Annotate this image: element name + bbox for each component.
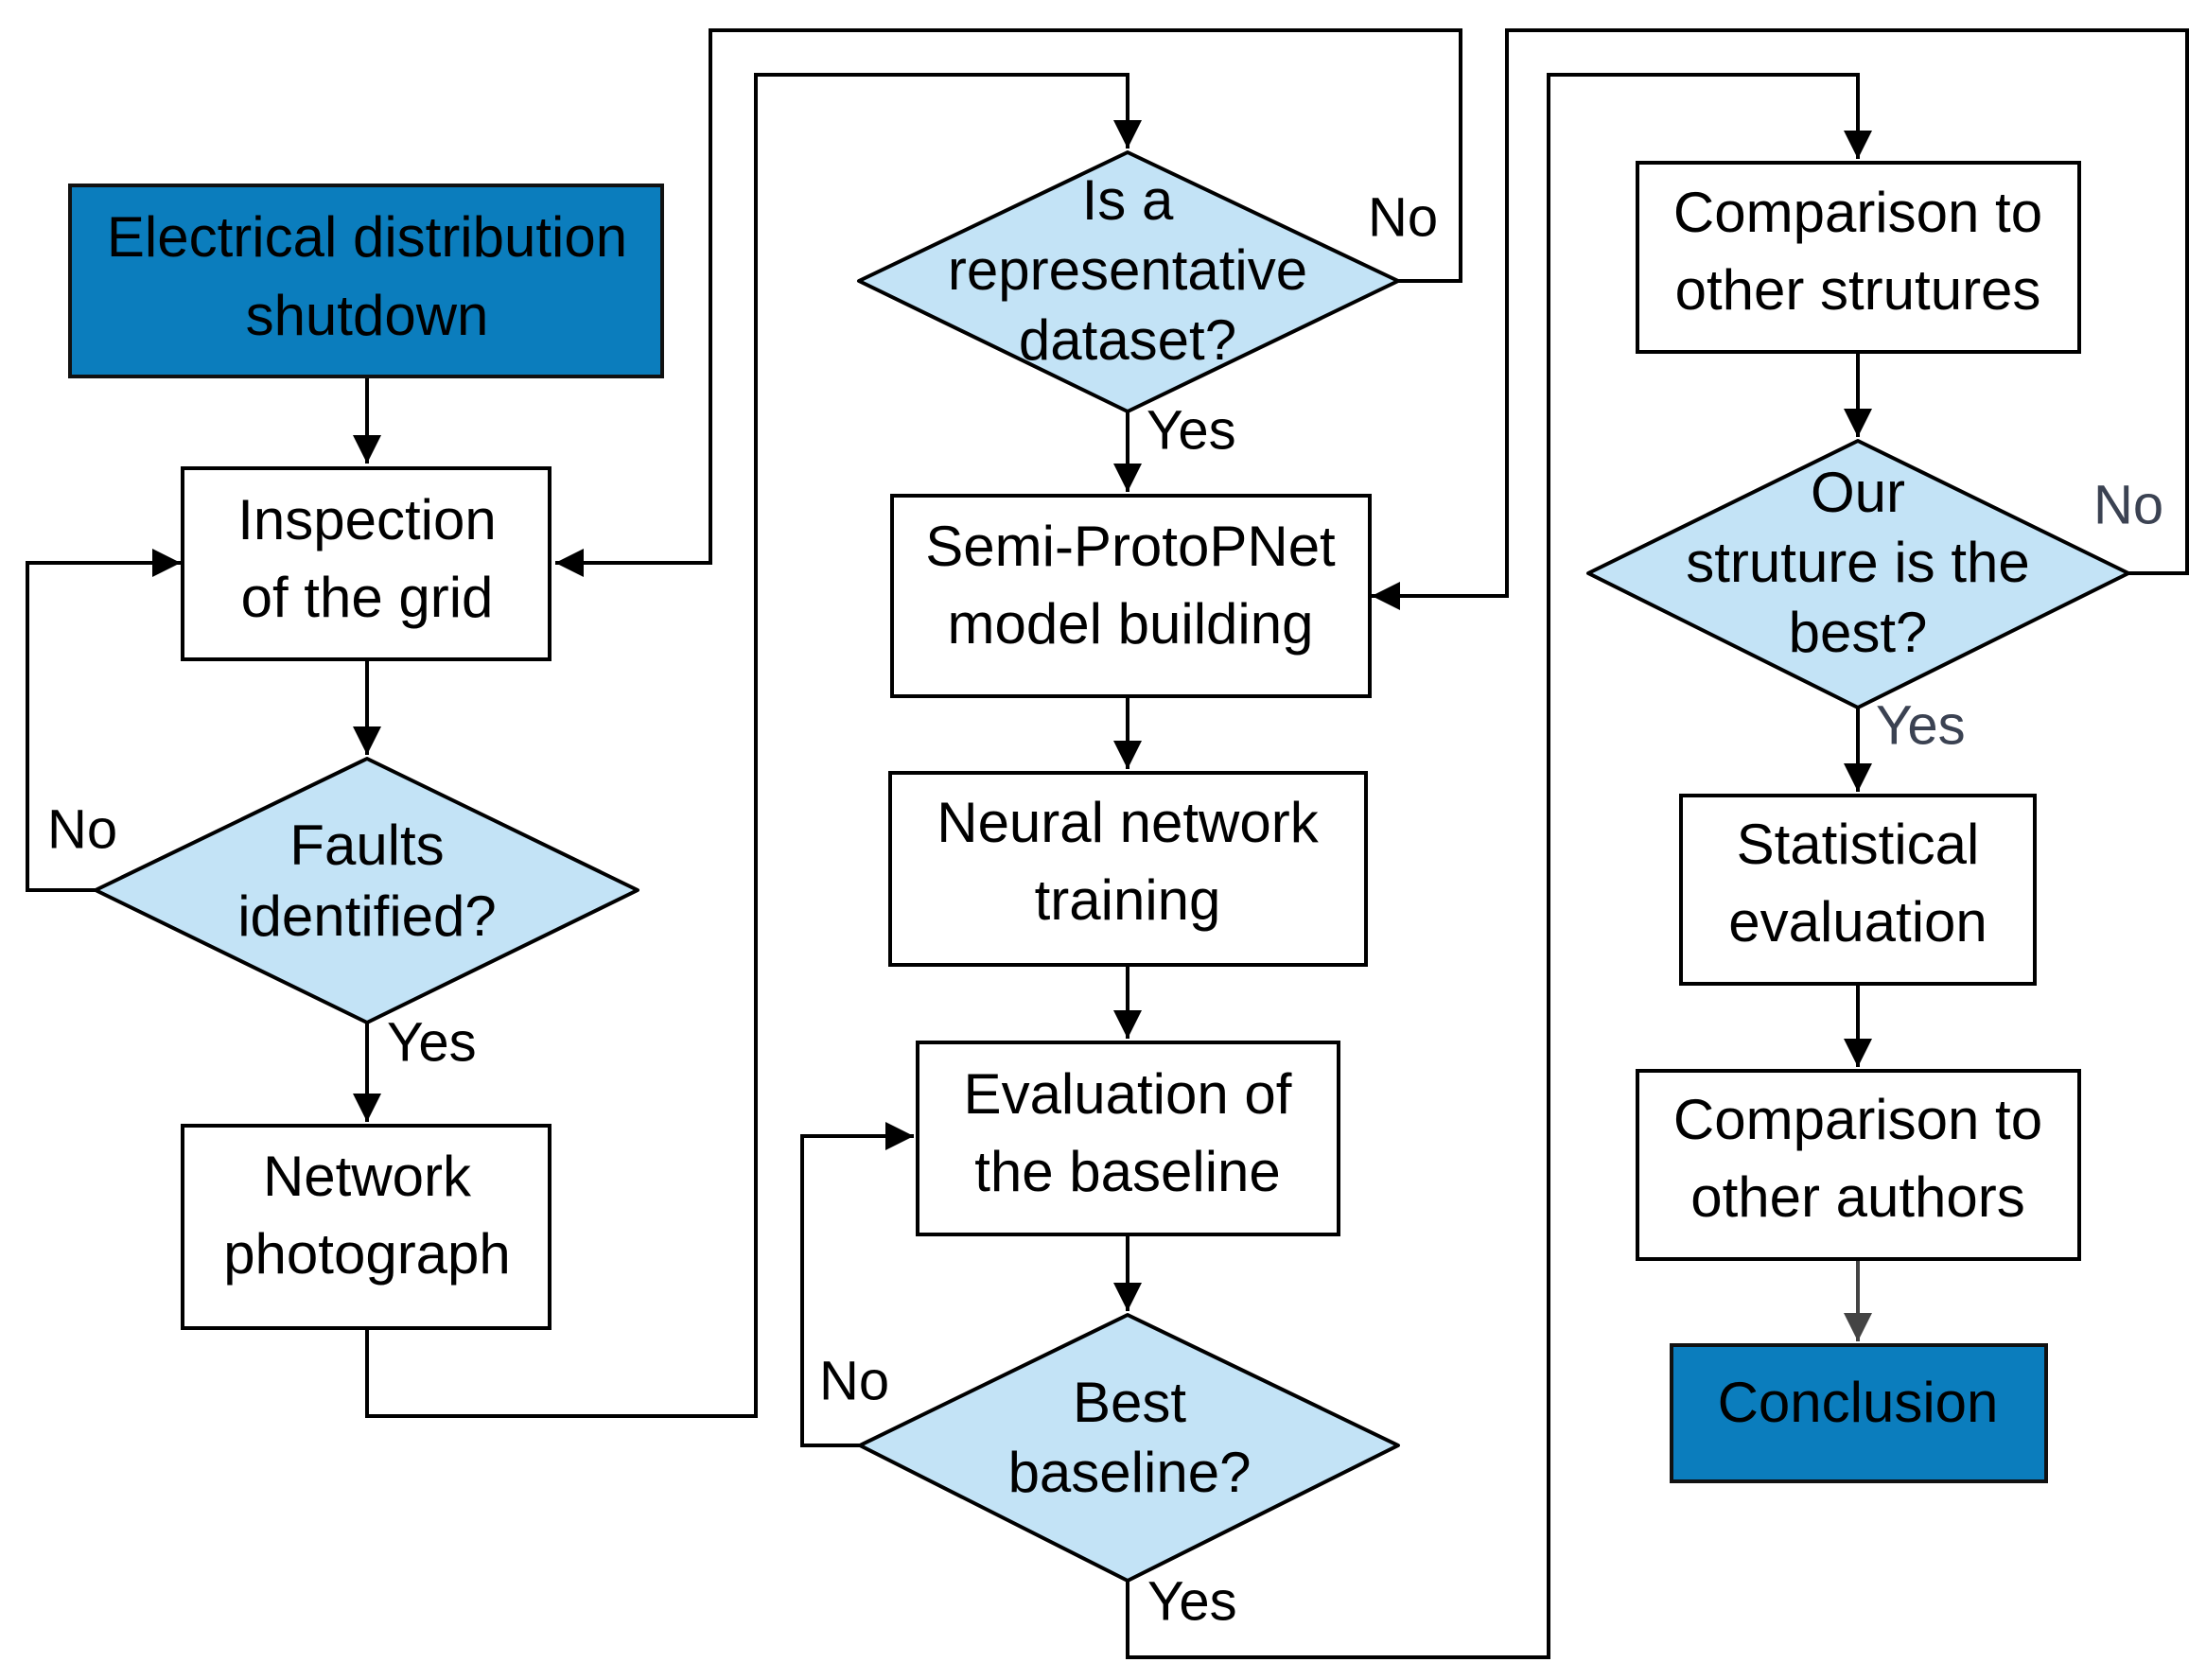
node-dataset-line-1: Is a: [1082, 168, 1174, 232]
process-shape: [888, 771, 1368, 967]
label-baseline-no: No: [819, 1350, 889, 1411]
node-comparison-structures: Comparison to other strutures: [1636, 161, 2081, 354]
node-start: Electrical distribution shutdown: [68, 184, 664, 378]
connectors: [26, 28, 2189, 1659]
node-baseline-eval: Evaluation of the baseline: [916, 1041, 1340, 1236]
node-dataset-line-2: representative: [948, 238, 1307, 302]
node-inspection-line-1: Inspection: [237, 488, 497, 551]
node-start-line-1: Electrical distribution: [107, 205, 627, 269]
arrow-baseline-yes-to-comparison: [1126, 73, 1872, 1659]
arrow-baseline-no-loop: [800, 1122, 914, 1447]
node-photograph-line-2: photograph: [223, 1222, 511, 1286]
node-comparison-structures-line-2: other strutures: [1675, 258, 2041, 322]
node-conclusion: Conclusion: [1670, 1343, 2048, 1483]
node-training-line-2: training: [1035, 868, 1221, 932]
terminal-shape: [1670, 1343, 2048, 1483]
node-faults-line-1: Faults: [289, 814, 444, 877]
node-best-baseline-line-2: baseline?: [1008, 1441, 1252, 1504]
node-comparison-structures-line-1: Comparison to: [1673, 181, 2042, 244]
terminal-shape: [68, 184, 664, 378]
process-shape: [1679, 794, 2037, 986]
process-shape: [1636, 161, 2081, 354]
node-statistical: Statistical evaluation: [1679, 794, 2037, 986]
node-statistical-line-1: Statistical: [1737, 813, 1980, 876]
node-statistical-line-2: evaluation: [1728, 890, 1987, 954]
node-model-line-2: model building: [948, 592, 1314, 656]
arrow-structure-no-to-model: [1372, 28, 2189, 610]
arrow-dataset-no-to-inspection: [555, 28, 1462, 577]
node-inspection-line-2: of the grid: [241, 566, 494, 629]
node-comparison-authors-line-1: Comparison to: [1673, 1088, 2042, 1151]
node-dataset: Is a representative dataset?: [857, 150, 1400, 413]
decision-shape: [1586, 439, 2130, 709]
node-best-baseline-line-1: Best: [1073, 1371, 1186, 1434]
node-comparison-authors: Comparison to other authors: [1636, 1069, 2081, 1261]
node-photograph-line-1: Network: [263, 1145, 472, 1208]
label-structure-no: No: [2093, 474, 2163, 535]
node-model-line-1: Semi-ProtoPNet: [925, 515, 1336, 578]
label-baseline-yes: Yes: [1147, 1570, 1237, 1632]
process-shape: [1636, 1069, 2081, 1261]
node-best-structure-line-1: Our: [1811, 461, 1905, 524]
process-shape: [181, 466, 552, 661]
label-dataset-no: No: [1368, 186, 1438, 248]
label-faults-no: No: [47, 798, 117, 860]
node-baseline-eval-line-2: the baseline: [974, 1140, 1281, 1203]
node-baseline-eval-line-1: Evaluation of: [964, 1062, 1292, 1126]
node-dataset-line-3: dataset?: [1019, 308, 1236, 372]
label-structure-yes: Yes: [1876, 694, 1966, 756]
decision-shape: [94, 757, 639, 1024]
node-conclusion-line-1: Conclusion: [1718, 1371, 1999, 1434]
node-model: Semi-ProtoPNet model building: [890, 494, 1372, 698]
node-best-structure-line-3: best?: [1789, 601, 1928, 664]
arrow-photograph-to-dataset: [365, 73, 1142, 1418]
node-photograph: Network photograph: [181, 1124, 552, 1330]
node-training: Neural network training: [888, 771, 1368, 967]
node-best-structure: Our struture is the best?: [1586, 439, 2130, 709]
node-faults: Faults identified?: [94, 757, 639, 1024]
node-comparison-authors-line-2: other authors: [1690, 1165, 2025, 1229]
process-shape: [181, 1124, 552, 1330]
node-start-line-2: shutdown: [246, 284, 489, 347]
node-training-line-1: Neural network: [937, 791, 1320, 854]
process-shape: [916, 1041, 1340, 1236]
decision-shape: [858, 1313, 1400, 1583]
label-faults-yes: Yes: [387, 1011, 477, 1073]
node-faults-line-2: identified?: [237, 884, 497, 948]
node-best-baseline: Best baseline?: [858, 1313, 1400, 1583]
node-best-structure-line-2: struture is the: [1686, 531, 2030, 594]
process-shape: [890, 494, 1372, 698]
decision-shape: [857, 150, 1400, 413]
label-dataset-yes: Yes: [1147, 399, 1236, 461]
node-inspection: Inspection of the grid: [181, 466, 552, 661]
arrow-faults-no-loop: [26, 549, 181, 892]
